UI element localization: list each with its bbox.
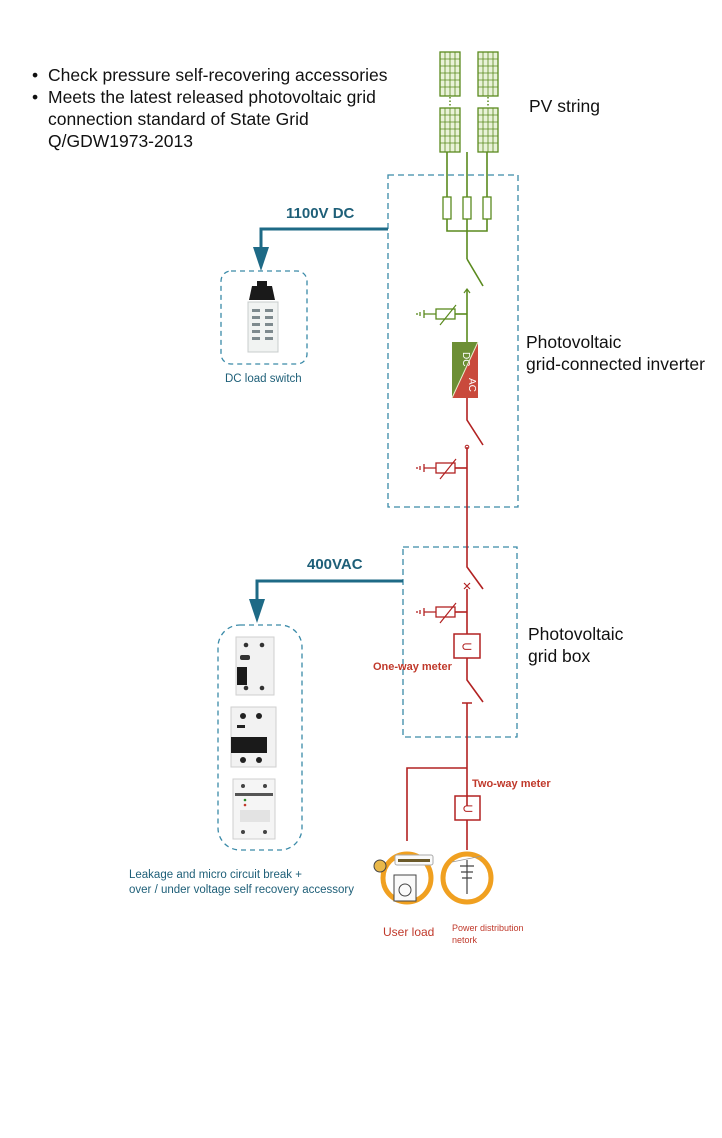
dc-load-switch-icon xyxy=(247,281,279,353)
voltage-protector-icon xyxy=(232,778,276,840)
ac-voltage-label: 400VAC xyxy=(307,556,363,573)
user-load-label: User load xyxy=(383,925,435,939)
dc-switch-box xyxy=(220,270,308,365)
accessory-label-line1: Leakage and micro circuit break + xyxy=(129,869,302,881)
inverter-label-line2: grid-connected inverter xyxy=(526,354,705,374)
pv-panel-icon xyxy=(439,51,461,97)
inverter-dc-label: DC xyxy=(460,352,471,366)
feature-list: Check pressure self-recovering accessori… xyxy=(30,64,387,152)
mcb-breaker-icon xyxy=(230,706,277,768)
two-way-meter-symbol: ⊂ xyxy=(462,800,474,816)
user-load-icon xyxy=(373,851,434,905)
pv-panel-icon xyxy=(477,51,499,97)
power-distribution-icon xyxy=(440,851,494,905)
dc-wiring xyxy=(416,152,492,342)
feature-text: Q/GDW1973-2013 xyxy=(48,131,193,151)
one-way-meter-label: One-way meter xyxy=(373,661,452,673)
accessory-label-line2: over / under voltage self recovery acces… xyxy=(129,884,354,896)
inverter-box xyxy=(387,174,519,508)
grid-box-label-line1: Photovoltaic xyxy=(528,624,624,644)
inverter-ac-label: AC xyxy=(466,378,477,392)
feature-text: Meets the latest released photovoltaic g… xyxy=(48,87,376,107)
feature-text: Check pressure self-recovering accessori… xyxy=(48,65,388,85)
dc-voltage-label: 1100V DC xyxy=(286,205,355,222)
grid-box-label-line2: grid box xyxy=(528,646,591,666)
accessory-box xyxy=(217,624,303,851)
feature-text: connection standard of State Grid xyxy=(48,109,309,129)
ac-arrow xyxy=(255,579,403,601)
power-distribution-label-line2: netork xyxy=(452,935,478,945)
dc-switch xyxy=(466,258,484,287)
one-way-meter-symbol: ⊂ xyxy=(461,638,473,654)
feature-item: Check pressure self-recovering accessori… xyxy=(30,64,387,86)
feature-item: Meets the latest released photovoltaic g… xyxy=(30,86,387,152)
pv-string-panels xyxy=(439,51,499,153)
rcbo-breaker-icon xyxy=(235,636,275,696)
two-way-meter-label: Two-way meter xyxy=(472,778,551,790)
pv-panel-icon xyxy=(439,107,461,153)
dc-load-switch-label: DC load switch xyxy=(225,373,302,385)
dc-arrow-head xyxy=(253,247,269,271)
ac-arrow-head xyxy=(249,599,265,623)
inverter-icon: DC AC xyxy=(451,341,479,399)
grid-box xyxy=(402,546,518,738)
inverter-label-line1: Photovoltaic xyxy=(526,332,622,352)
pv-string-label: PV string xyxy=(529,96,600,116)
pv-panel-icon xyxy=(477,107,499,153)
ac-wiring xyxy=(406,398,484,850)
power-distribution-label-line1: Power distribution xyxy=(452,923,524,933)
dc-arrow xyxy=(259,227,388,249)
